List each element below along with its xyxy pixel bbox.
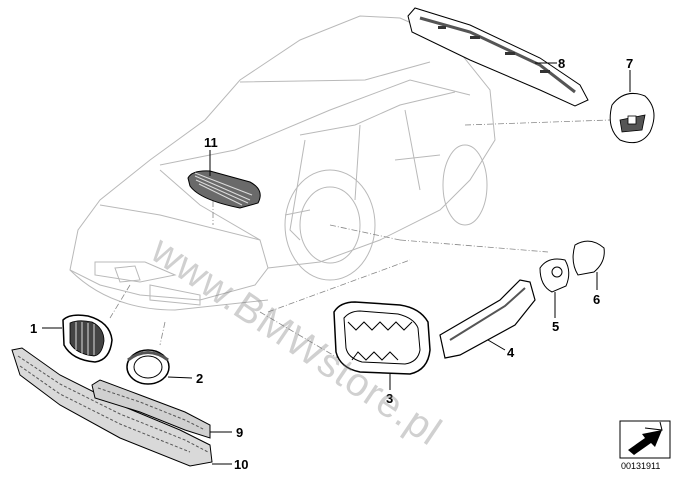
callout-4: 4 <box>507 345 515 360</box>
car-outline <box>69 15 496 311</box>
callout-3: 3 <box>386 391 394 406</box>
part-fog-ring <box>126 349 193 385</box>
callout-6: 6 <box>593 292 601 307</box>
callout-10: 10 <box>234 457 249 472</box>
callout-7: 7 <box>626 56 634 71</box>
callout-5: 5 <box>552 319 560 334</box>
callout-1: 1 <box>30 321 38 336</box>
callout-2: 2 <box>196 371 204 386</box>
part-end-cap <box>572 240 605 290</box>
part-round-cap <box>609 70 655 144</box>
arrow-flip-icon <box>619 420 671 459</box>
callout-11: 11 <box>204 135 218 150</box>
part-handle-trim <box>439 279 536 359</box>
part-hood-grille <box>187 150 261 209</box>
part-kidney-grille <box>42 314 113 363</box>
part-mesh-strip <box>91 379 232 439</box>
callout-9: 9 <box>236 425 244 440</box>
part-lower-mesh <box>11 347 232 467</box>
image-id-label: 00131911 <box>621 461 661 471</box>
callout-8: 8 <box>558 56 566 71</box>
part-handle-cap <box>539 258 570 318</box>
part-tailgate-trim <box>407 7 589 107</box>
part-mirror-frame <box>333 301 431 390</box>
